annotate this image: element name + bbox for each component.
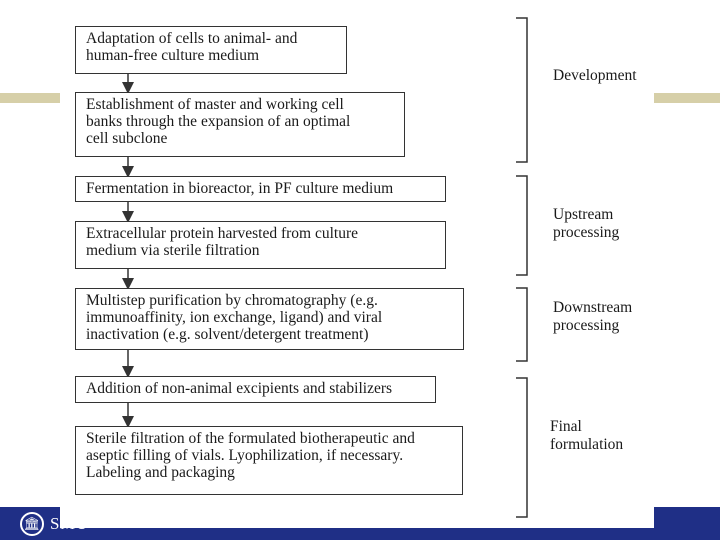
step-line: inactivation (e.g. solvent/detergent tre… [86,326,369,343]
flow-diagram: Adaptation of cells to animal- and human… [60,0,654,528]
stage-line: Upstream [553,206,614,223]
stage-label-final: Final formulation [550,418,623,454]
step-line: cell subclone [86,130,168,147]
step-box-4: Extracellular protein harvested from cul… [75,221,446,269]
step-line: aseptic filling of vials. Lyophilization… [86,447,404,464]
step-line: medium via sterile filtration [86,242,260,259]
seal-icon: 🏛 [20,511,44,536]
stage-label-downstream: Downstream processing [553,299,632,335]
step-line: human-free culture medium [86,47,260,64]
stage-line: Downstream [553,299,633,316]
bracket-upstream [516,175,528,276]
stage-label-upstream: Upstream processing [553,206,619,242]
step-line: banks through the expansion of an optima… [86,113,351,130]
step-line: Multistep purification by chromatography… [86,292,378,309]
step-box-2: Establishment of master and working cell… [75,92,405,157]
stage-line: processing [553,317,620,334]
stage-line: Development [553,67,637,84]
step-line: Fermentation in bioreactor, in PF cultur… [86,180,394,197]
step-line: Establishment of master and working cell [86,96,344,113]
step-box-3: Fermentation in bioreactor, in PF cultur… [75,176,446,202]
diagram-connectors [122,17,528,518]
step-line: Sterile filtration of the formulated bio… [86,430,415,447]
stage-label-development: Development [553,67,637,85]
stage-line: processing [553,224,620,241]
step-line: Addition of non-animal excipients and st… [86,380,393,397]
step-line: Adaptation of cells to animal- and [86,30,298,47]
bracket-downstream [516,287,528,362]
step-box-5: Multistep purification by chromatography… [75,288,464,350]
step-line: immunoaffinity, ion exchange, ligand) an… [86,309,383,326]
step-line: Labeling and packaging [86,464,235,481]
step-box-1: Adaptation of cells to animal- and human… [75,26,347,74]
stage-line: Final [550,418,582,435]
step-box-7: Sterile filtration of the formulated bio… [75,426,463,495]
stage-line: formulation [550,436,624,453]
bracket-final [516,377,528,518]
step-box-6: Addition of non-animal excipients and st… [75,376,436,403]
step-line: Extracellular protein harvested from cul… [86,225,358,242]
bracket-development [516,17,528,163]
